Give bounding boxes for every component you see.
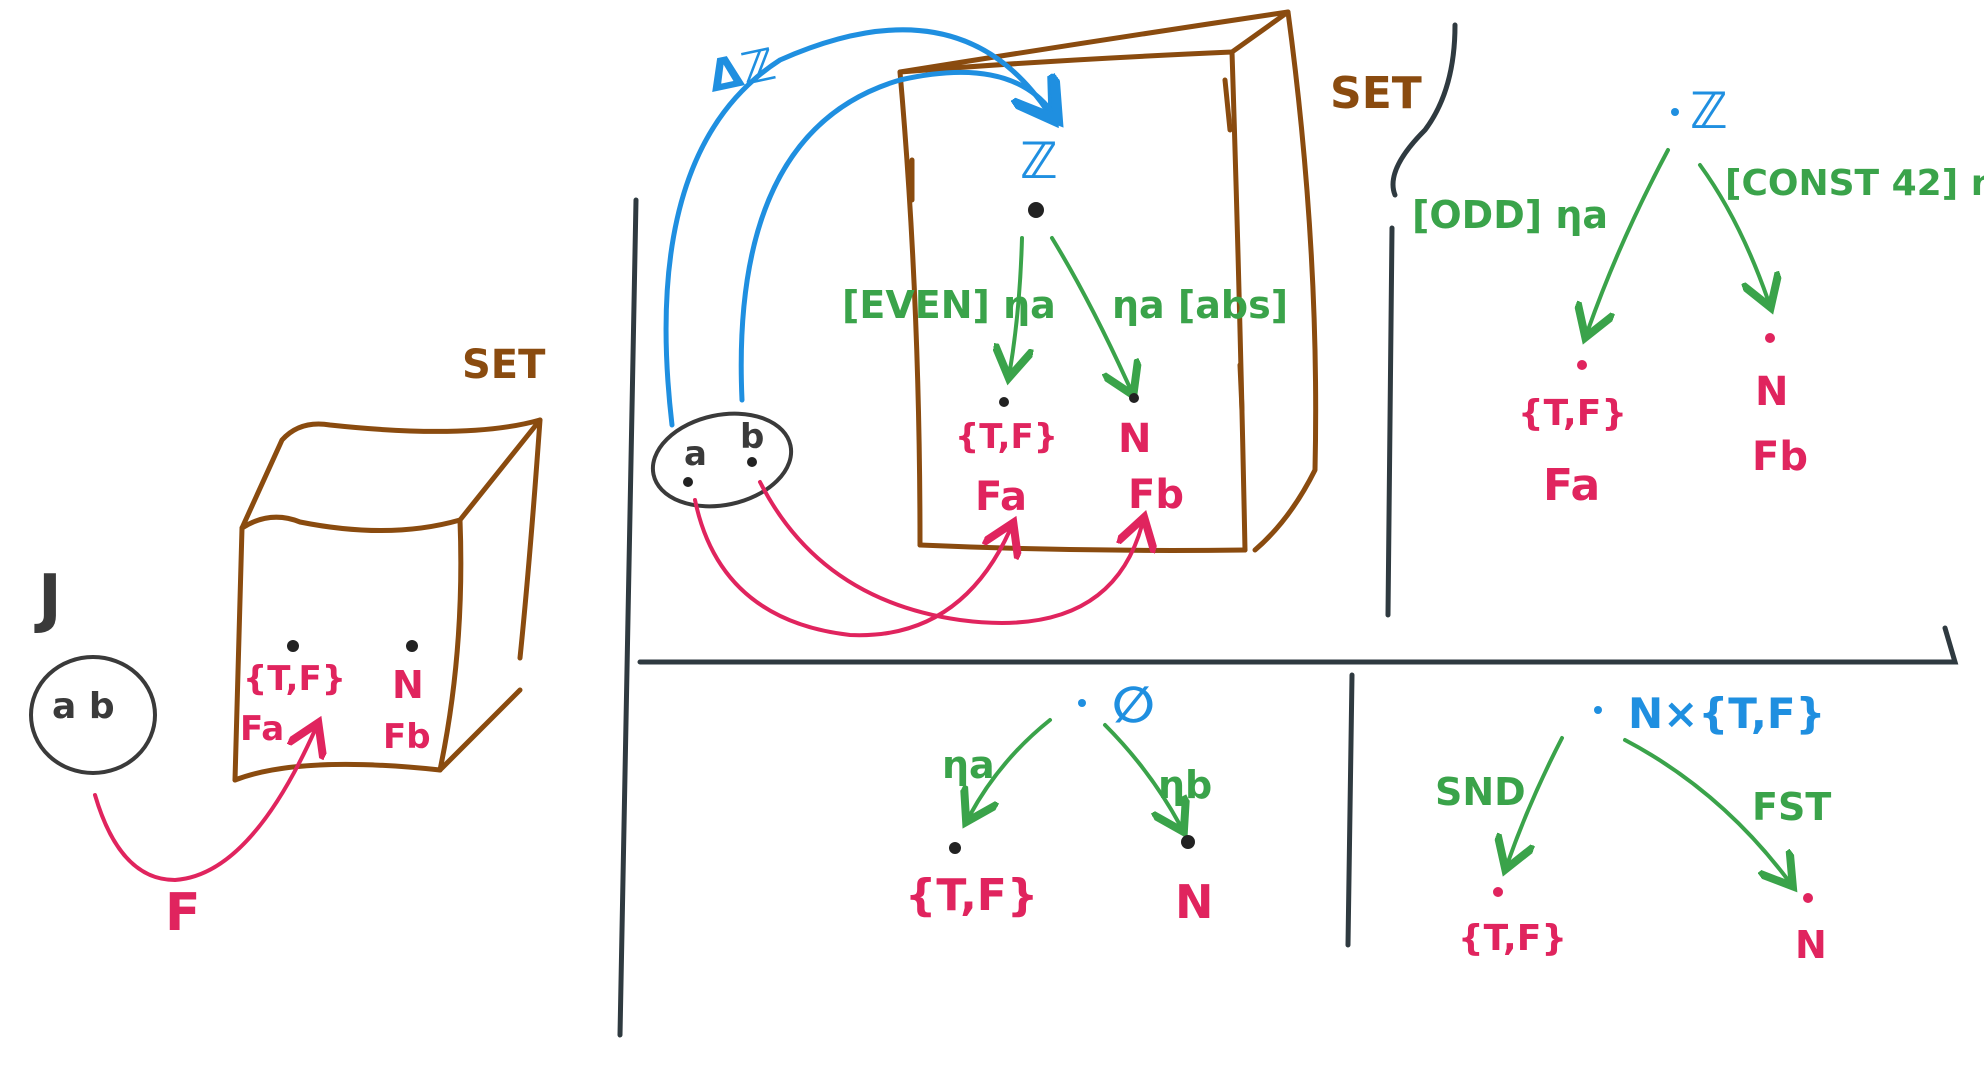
bottom-middle-panel: ∅ ηa ηb {T,F} N (905, 676, 1214, 929)
set-label-left: SET (462, 342, 546, 388)
fa-point-product (1493, 887, 1503, 897)
apex-point (1028, 202, 1044, 218)
set-cube-large (897, 9, 1319, 553)
fa-set-product: {T,F} (1458, 918, 1567, 959)
eta-b-label: ηa [abs] (1112, 283, 1288, 327)
fa-label-right: Fa (1543, 460, 1600, 511)
left-panel: J a b SET {T,F} Fa N Fb F (29, 342, 546, 943)
fa-set-top: {T,F} (955, 417, 1058, 457)
object-a-dot (683, 477, 693, 487)
eta-a-label: [EVEN] ηa (842, 283, 1056, 327)
eta-b-label-bottom: ηb (1158, 763, 1212, 807)
fa-set-right: {T,F} (1518, 393, 1627, 434)
fa-set-label: {T,F} (243, 659, 346, 699)
fa-point-right (1577, 360, 1587, 370)
functor-arrow (93, 730, 315, 883)
apex-label-empty: ∅ (1112, 676, 1155, 734)
fb-set-product: N (1795, 923, 1827, 967)
horizontal-divider (637, 625, 1959, 665)
set-label-large: SET (1330, 68, 1422, 119)
fa-point-bottom (949, 842, 961, 854)
apex-label: ℤ (1020, 132, 1058, 190)
fb-set-right: N (1755, 369, 1788, 415)
fb-point (1129, 393, 1139, 403)
top-right-panel: ℤ [ODD] ηa [CONST 42] ηb {T,F} Fa N Fb (1412, 82, 1984, 511)
fa-label: Fa (240, 709, 284, 749)
delta-label: Δℤ (704, 39, 780, 103)
vertical-divider-right (1385, 225, 1395, 618)
apex-point-empty (1078, 699, 1086, 707)
apex-point-product (1594, 706, 1602, 714)
eta-arrow-b-bottom (1103, 723, 1180, 825)
fb-set-top: N (1118, 416, 1151, 462)
apex-label-z: ℤ (1690, 82, 1728, 140)
fa-label-top: Fa (975, 474, 1027, 520)
functor-arrow-b (758, 480, 1142, 625)
fb-set-bottom: N (1175, 875, 1214, 929)
apex-label-product: N×{T,F} (1628, 689, 1825, 738)
panel-dividers (617, 22, 1959, 1038)
object-a: a (684, 434, 707, 474)
eta-arrow-odd (1588, 148, 1670, 330)
index-objects-label: a b (52, 686, 115, 727)
delta-arrow-b (738, 69, 1052, 403)
odd-label: [ODD] ηa (1412, 193, 1608, 237)
fst-arrow (1623, 738, 1788, 880)
fa-set-bottom: {T,F} (905, 870, 1038, 921)
snd-label: SND (1435, 770, 1526, 814)
functor-label: F (165, 883, 201, 943)
index-category-label: J (34, 562, 62, 636)
const-label: [CONST 42] ηb (1725, 163, 1984, 204)
fb-label-right: Fb (1752, 434, 1808, 480)
apex-point-z (1671, 108, 1679, 116)
fa-point (999, 397, 1009, 407)
eta-arrow-b (1050, 236, 1130, 388)
top-middle-panel: SET a b Δℤ ℤ [EVEN] ηa ηa [abs] {T,F} N … (650, 9, 1422, 638)
vertical-divider-left (617, 197, 639, 1038)
point-fb (406, 640, 418, 652)
vertical-divider-bottom (1345, 672, 1355, 948)
fst-label: FST (1752, 785, 1831, 829)
eta-arrow-a-bottom (970, 718, 1052, 815)
fb-label-top: Fb (1128, 472, 1184, 518)
delta-arrow-a (663, 27, 1048, 428)
fb-point-product (1803, 893, 1813, 903)
fb-point-bottom (1181, 835, 1195, 849)
fb-set-label: N (392, 663, 424, 707)
divider-curve-top-right (1390, 22, 1458, 198)
functor-arrow-a (693, 498, 1010, 638)
point-fa (287, 640, 299, 652)
eta-arrow-const (1698, 163, 1768, 300)
index-oval-top (650, 411, 794, 509)
eta-a-label-bottom: ηa (942, 743, 995, 787)
object-b: b (740, 417, 764, 457)
object-b-dot (747, 457, 757, 467)
fb-label: Fb (383, 717, 431, 757)
eta-arrow-a (1010, 236, 1022, 370)
index-category-oval (29, 655, 157, 775)
snd-arrow (1508, 736, 1564, 862)
set-cube-small (232, 417, 543, 783)
fb-point-right (1765, 333, 1775, 343)
bottom-right-panel: N×{T,F} SND FST {T,F} N (1435, 689, 1831, 967)
